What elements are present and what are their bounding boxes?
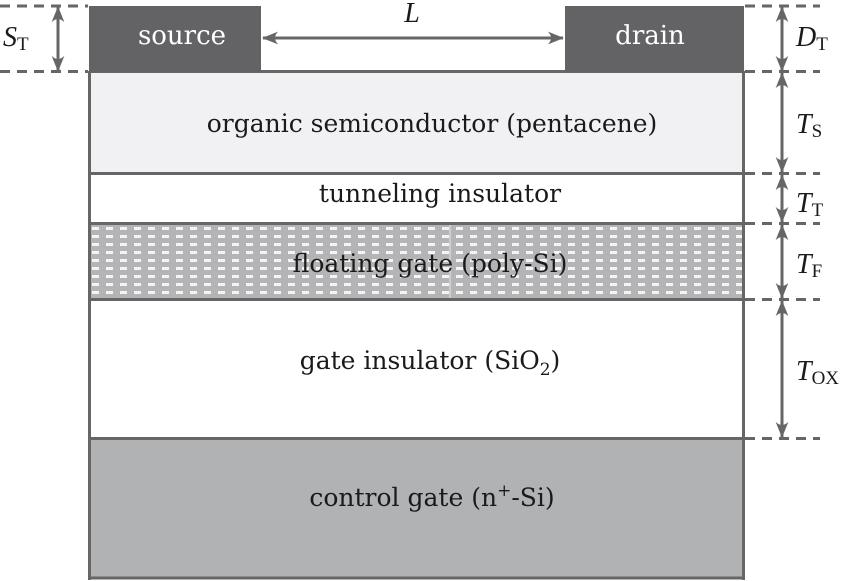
tunneling-insulator-label: tunneling insulator bbox=[319, 179, 561, 208]
channel-length-symbol: L bbox=[403, 0, 420, 29]
gate-insulator-layer bbox=[89, 299, 744, 438]
source-electrode bbox=[89, 6, 261, 72]
oxide-thickness-symbol: TOX bbox=[796, 356, 839, 389]
tunneling-insulator-layer bbox=[89, 173, 744, 223]
drain-thickness-symbol: DT bbox=[795, 22, 828, 55]
drain-electrode bbox=[565, 6, 744, 72]
control-gate-label: control gate (n+-Si) bbox=[309, 481, 554, 512]
floating-thickness-symbol: TF bbox=[796, 249, 822, 282]
floating-gate-layer bbox=[89, 223, 744, 299]
semiconductor-layer bbox=[89, 71, 744, 173]
source-thickness-symbol: ST bbox=[3, 22, 29, 55]
semiconductor-label: organic semiconductor (pentacene) bbox=[207, 109, 658, 138]
source-label: source bbox=[138, 21, 226, 51]
floating-gate-label: floating gate (poly-Si) bbox=[293, 249, 568, 278]
control-gate-layer bbox=[89, 438, 744, 578]
tunneling-thickness-symbol: TT bbox=[796, 188, 824, 221]
semiconductor-thickness-symbol: TS bbox=[796, 109, 822, 142]
gate-insulator-label: gate insulator (SiO2) bbox=[300, 346, 561, 380]
drain-label: drain bbox=[615, 21, 685, 51]
